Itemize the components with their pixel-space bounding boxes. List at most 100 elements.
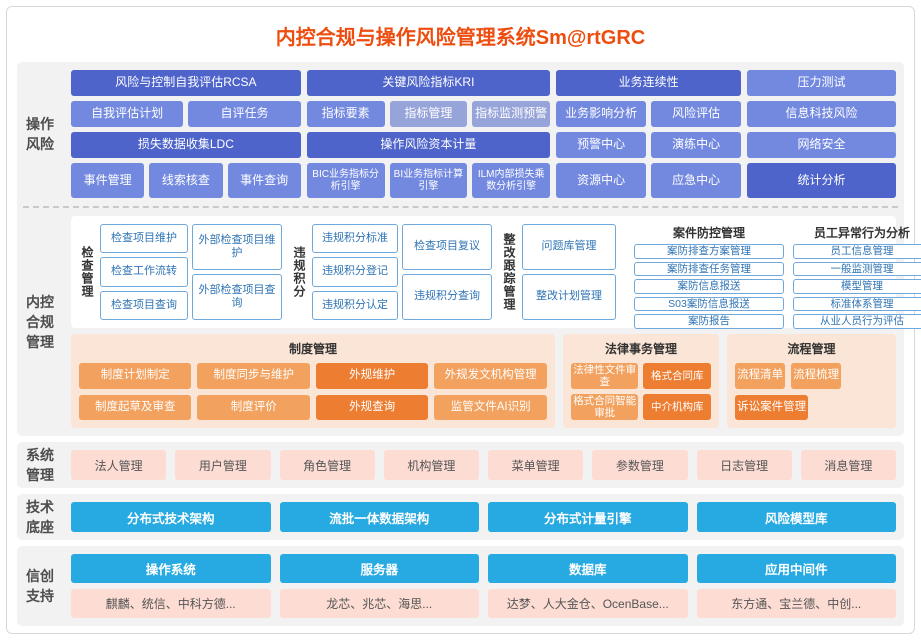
orange-chip: 外规查询: [315, 394, 429, 420]
op-risk-content: 风险与控制自我评估RCSA 自我评估计划 自评任务 损失数据收集LDC 事件管理…: [63, 62, 904, 206]
outline-chip: 违规积分登记: [312, 257, 398, 287]
case-prevention-group: 案件防控管理 案防排查方案管理 案防排查任务管理 案防信息报送 S03案防信息报…: [634, 224, 784, 329]
section-xinchuang: 信创支持 操作系统 麒麟、统信、中科方德... 服务器 龙芯、兆芯、海思... …: [17, 546, 904, 626]
outline-chip: 违规积分查询: [402, 274, 492, 320]
violation-vlabel: 违规积分: [292, 246, 306, 298]
cyan-chip: 风险模型库: [696, 502, 896, 532]
op-risk-grid: 风险与控制自我评估RCSA 自我评估计划 自评任务 损失数据收集LDC 事件管理…: [71, 70, 896, 198]
engine-chip: ILM内部损失乘数分析引擎: [472, 163, 551, 198]
behavior-analysis-title: 员工异常行为分析: [813, 226, 910, 240]
orange-chip: 外规发文机构管理: [434, 363, 547, 389]
outline-chip: 从业人员行为评估: [793, 314, 921, 329]
section-system: 系统管理 法人管理 用户管理 角色管理 机构管理 菜单管理 参数管理 日志管理 …: [17, 442, 904, 488]
op-risk-label: 操作风险: [17, 62, 63, 206]
module-chip: 自评任务: [188, 101, 301, 128]
lawsuit-chip: 诉讼案件管理: [735, 394, 809, 420]
orange-chip: 制度计划制定: [79, 363, 192, 389]
pink-chip: 日志管理: [696, 450, 792, 480]
system-content: 法人管理 用户管理 角色管理 机构管理 菜单管理 参数管理 日志管理 消息管理: [63, 442, 904, 488]
policy-grid: 制度计划制定 制度同步与维护 外规维护 外规发文机构管理 制度起草及审查 制度评…: [79, 363, 547, 420]
dashed-divider: [23, 206, 898, 208]
inspection-group: 检查管理 检查项目维护 检查工作流转 检查项目查询 外部检查项目维护 外部检查项…: [79, 224, 282, 320]
xc-header-chip: 应用中间件: [696, 554, 896, 583]
tech-chip-row: 分布式技术架构 流批一体数据架构 分布式计量引擎 风险模型库: [71, 502, 896, 532]
orange-chip: 格式合同库: [643, 363, 712, 389]
orange-chip: 制度起草及审查: [79, 394, 192, 420]
outline-chip: 检查项目维护: [100, 224, 188, 254]
module-chip: 指标管理: [389, 101, 468, 128]
module-chip: 自我评估计划: [71, 101, 184, 128]
xinchuang-label: 信创支持: [17, 546, 63, 626]
outline-chip: 问题库管理: [522, 224, 616, 270]
xc-col-middleware: 应用中间件 东方通、宝兰德、中创...: [696, 554, 896, 618]
module-chip: 网络安全: [747, 132, 896, 159]
orange-boxes-row: 制度管理 制度计划制定 制度同步与维护 外规维护 外规发文机构管理 制度起草及审…: [71, 334, 896, 428]
engine-chip: BIC业务指标分析引擎: [306, 163, 385, 198]
module-chip: 统计分析: [747, 163, 896, 198]
xc-header-chip: 数据库: [488, 554, 688, 583]
outline-chip: 违规积分认定: [312, 290, 398, 320]
orange-chip: 制度评价: [197, 394, 310, 420]
behavior-analysis-group: 员工异常行为分析 员工信息管理 一般监测管理 模型管理 标准体系管理 从业人员行…: [793, 224, 921, 329]
outline-chip: 整改计划管理: [522, 274, 616, 320]
module-chip: 指标要素: [306, 101, 385, 128]
outline-chip: 案防报告: [634, 314, 784, 329]
module-chip: 资源中心: [556, 163, 647, 198]
xc-col-server: 服务器 龙芯、兆芯、海思...: [279, 554, 479, 618]
outline-chip: 案防信息报送: [634, 279, 784, 294]
cyan-chip: 流批一体数据架构: [279, 502, 479, 532]
outline-chip: 模型管理: [793, 279, 921, 294]
module-chip: 应急中心: [651, 163, 742, 198]
cyan-chip: 分布式计量引擎: [488, 502, 688, 532]
compliance-label: 内控合规管理: [17, 208, 63, 436]
orange-chip: 流程梳理: [791, 363, 842, 389]
xc-col-database: 数据库 达梦、人大金仓、OcenBase...: [488, 554, 688, 618]
rcsa-header-chip: 风险与控制自我评估RCSA: [71, 70, 301, 97]
compliance-label-text: 内控合规管理: [26, 293, 54, 351]
process-title: 流程管理: [787, 342, 836, 356]
module-chip: 指标监测预警: [472, 101, 551, 128]
system-chip-row: 法人管理 用户管理 角色管理 机构管理 菜单管理 参数管理 日志管理 消息管理: [71, 450, 896, 480]
pink-chip: 参数管理: [592, 450, 688, 480]
xc-vendors-chip: 麒麟、统信、中科方德...: [71, 589, 271, 618]
xc-vendors-chip: 达梦、人大金仓、OcenBase...: [488, 589, 688, 618]
outline-chip: 外部检查项目维护: [192, 224, 282, 270]
xc-col-os: 操作系统 麒麟、统信、中科方德...: [71, 554, 271, 618]
pink-chip: 法人管理: [71, 450, 167, 480]
outline-chip: 检查工作流转: [100, 257, 188, 287]
case-prevention-title: 案件防控管理: [672, 226, 745, 240]
bc-header-chip: 业务连续性: [556, 70, 742, 97]
inspection-vlabel: 检查管理: [80, 246, 94, 298]
module-chip: 预警中心: [556, 132, 647, 159]
op-col-bc: 业务连续性 业务影响分析 风险评估 预警中心 演练中心 资源中心 应急中心: [556, 70, 742, 198]
pink-chip: 消息管理: [800, 450, 896, 480]
system-label-text: 系统管理: [26, 446, 54, 483]
module-chip: 业务影响分析: [556, 101, 647, 128]
compliance-content: 检查管理 检查项目维护 检查工作流转 检查项目查询 外部检查项目维护 外部检查项…: [63, 208, 921, 436]
kri-header-chip: 关键风险指标KRI: [306, 70, 551, 97]
pink-chip: 机构管理: [383, 450, 479, 480]
rectify-vlabel: 整改跟踪管理: [502, 233, 516, 311]
engine-chip: BI业务指标计算引擎: [389, 163, 468, 198]
compliance-white-box: 检查管理 检查项目维护 检查工作流转 检查项目查询 外部检查项目维护 外部检查项…: [71, 216, 921, 329]
xinchuang-grid: 操作系统 麒麟、统信、中科方德... 服务器 龙芯、兆芯、海思... 数据库 达…: [71, 554, 896, 618]
module-chip: 事件查询: [227, 163, 301, 198]
capital-header-chip: 操作风险资本计量: [306, 132, 551, 159]
orange-chip: 格式合同智能审批: [570, 394, 639, 420]
outline-chip: 标准体系管理: [793, 296, 921, 312]
legal-grid: 法律性文件审查 格式合同库 格式合同智能审批 中介机构库: [570, 363, 712, 420]
outline-chip: 案防排查方案管理: [634, 244, 784, 259]
xinchuang-label-text: 信创支持: [26, 567, 54, 604]
cyan-chip: 分布式技术架构: [71, 502, 271, 532]
tech-label-text: 技术底座: [26, 498, 54, 535]
legal-box: 法律事务管理 法律性文件审查 格式合同库 格式合同智能审批 中介机构库: [562, 334, 720, 428]
process-grid: 流程清单 流程梳理 诉讼案件管理: [735, 363, 888, 420]
legal-title: 法律事务管理: [604, 342, 677, 356]
orange-chip: 法律性文件审查: [570, 363, 639, 389]
outline-chip: 员工信息管理: [793, 244, 921, 259]
section-compliance: 内控合规管理 检查管理 检查项目维护 检查工作流转 检查项目查询 外部检查项目维…: [17, 208, 921, 436]
outline-chip: 外部检查项目查询: [192, 274, 282, 320]
orange-chip: 流程清单: [735, 363, 786, 389]
outline-chip: 一般监测管理: [793, 261, 921, 277]
orange-chip: 中介机构库: [643, 394, 712, 420]
